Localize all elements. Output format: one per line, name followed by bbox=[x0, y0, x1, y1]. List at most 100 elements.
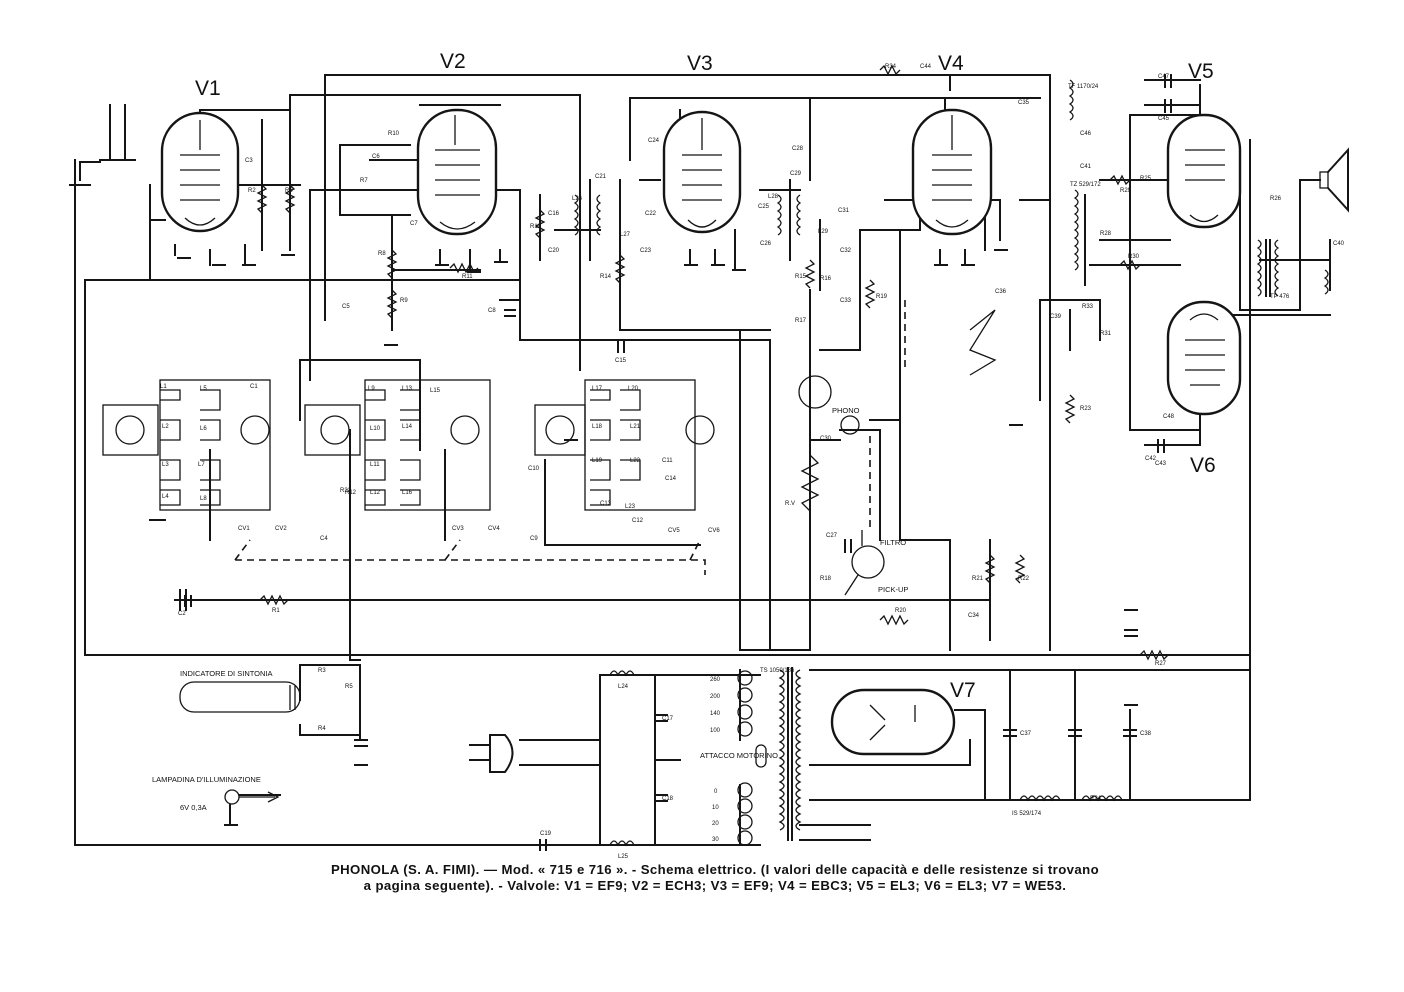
component-label-l24: L24 bbox=[618, 684, 629, 690]
component-label-l5: L5 bbox=[200, 386, 207, 392]
component-label-l20: L20 bbox=[628, 386, 639, 392]
speaker-ref-label: TP 476 bbox=[1270, 294, 1290, 300]
tube-v1 bbox=[160, 111, 240, 233]
component-label-l21: L21 bbox=[630, 424, 641, 430]
component-label-r6: R6 bbox=[285, 188, 293, 194]
component-label-r20: R20 bbox=[895, 608, 907, 614]
component-label-r2: R2 bbox=[248, 188, 256, 194]
voltage-tap-140: 140 bbox=[710, 711, 721, 717]
gang-link-line bbox=[234, 539, 706, 575]
component-label-c4: C4 bbox=[320, 536, 328, 542]
component-label-c43: C43 bbox=[1155, 461, 1167, 467]
phono-switch-icon bbox=[798, 375, 860, 435]
component-label-cv6: CV6 bbox=[708, 528, 720, 534]
motor-tap-0: 0 bbox=[714, 789, 718, 795]
tube-v2 bbox=[416, 108, 498, 236]
component-label-r14: R14 bbox=[600, 274, 612, 280]
component-label-r26: R26 bbox=[1270, 196, 1282, 202]
component-label-c39: C39 bbox=[1050, 314, 1062, 320]
component-label-r19: R19 bbox=[876, 294, 888, 300]
component-label-c41: C41 bbox=[1080, 164, 1092, 170]
component-label-c19: C19 bbox=[540, 831, 552, 837]
component-label-c28: C28 bbox=[792, 146, 804, 152]
component-label-c12: C12 bbox=[632, 518, 644, 524]
component-label-r10: R10 bbox=[388, 131, 400, 137]
component-label-cv2: CV2 bbox=[275, 526, 287, 532]
component-label-cv4: CV4 bbox=[488, 526, 500, 532]
component-label-l11: L11 bbox=[370, 462, 380, 468]
component-label-c8: C8 bbox=[488, 308, 496, 314]
component-label-c40: C40 bbox=[1333, 241, 1345, 247]
component-label-r3: R3 bbox=[318, 668, 326, 674]
pickup-icon bbox=[840, 429, 885, 596]
component-label-cv5: CV5 bbox=[668, 528, 680, 534]
caption-line-1: PHONOLA (S. A. FIMI). — Mod. « 715 e 716… bbox=[330, 862, 1100, 877]
component-label-c24: C24 bbox=[648, 138, 660, 144]
component-label-c9: C9 bbox=[530, 536, 538, 542]
component-label-r27: R27 bbox=[1155, 661, 1167, 667]
component-label-c31: C31 bbox=[838, 208, 850, 214]
component-label-l8: L8 bbox=[200, 496, 207, 502]
voltage-tap-200: 200 bbox=[710, 694, 721, 700]
component-label-c2: C2 bbox=[178, 611, 186, 617]
component-label-l7: L7 bbox=[198, 462, 205, 468]
component-label-c16: C16 bbox=[548, 211, 560, 217]
component-label-r17: R17 bbox=[795, 318, 807, 324]
coil-ref-1-label: TF 1170/24 bbox=[1068, 84, 1099, 90]
component-label-r28: R28 bbox=[1100, 231, 1112, 237]
component-label-c38: C38 bbox=[1140, 731, 1152, 737]
component-label-l28: L28 bbox=[768, 194, 779, 200]
component-label-l26: L26 bbox=[572, 196, 583, 202]
component-label-l29: L29 bbox=[818, 229, 829, 235]
tube-label-v3: V3 bbox=[687, 52, 713, 75]
motor-tap-10: 10 bbox=[712, 805, 719, 811]
tube-v4 bbox=[911, 108, 993, 236]
voltage-tap-260: 260 bbox=[710, 677, 721, 683]
component-label-r23: R23 bbox=[1080, 406, 1092, 412]
component-label-l6: L6 bbox=[200, 426, 207, 432]
component-label-l4: L4 bbox=[162, 494, 169, 500]
wiring bbox=[69, 74, 1331, 846]
component-label-r16: R16 bbox=[820, 276, 832, 282]
component-label-l14: L14 bbox=[402, 424, 413, 430]
component-label-r22: R22 bbox=[1018, 576, 1030, 582]
component-label-l2: L2 bbox=[162, 424, 169, 430]
component-label-c27: C27 bbox=[826, 533, 838, 539]
component-label-l12: L12 bbox=[370, 490, 381, 496]
tube-label-v4: V4 bbox=[938, 52, 964, 75]
filter-chokes bbox=[609, 670, 1123, 847]
power-transformer bbox=[737, 667, 802, 846]
component-label-l19: L19 bbox=[592, 458, 603, 464]
capacitor-symbols bbox=[179, 74, 1172, 851]
component-label-c48: C48 bbox=[1163, 414, 1175, 420]
component-label-r8: R8 bbox=[378, 251, 386, 257]
component-label-c23: C23 bbox=[640, 248, 652, 254]
component-label-r1: R1 bbox=[272, 608, 280, 614]
output-transformer bbox=[1256, 239, 1329, 297]
lamp-spec-label: 6V 0,3A bbox=[180, 803, 207, 812]
indicator-label: INDICATORE DI SINTONIA bbox=[180, 669, 273, 678]
figure-caption: PHONOLA (S. A. FIMI). — Mod. « 715 e 716… bbox=[140, 862, 1290, 894]
component-label-c44: C44 bbox=[920, 64, 932, 70]
component-label-c10: C10 bbox=[528, 466, 540, 472]
tube-v3 bbox=[662, 110, 742, 234]
tube-label-v1: V1 bbox=[195, 77, 221, 100]
component-label-r31: R31 bbox=[1100, 331, 1112, 337]
component-label-r11: R11 bbox=[462, 274, 473, 280]
component-label-l18: L18 bbox=[592, 424, 603, 430]
caption-line-2: a pagina seguente). - Valvole: V1 = EF9;… bbox=[363, 878, 1067, 893]
component-label-c35: C35 bbox=[1018, 100, 1030, 106]
component-label-l25: L25 bbox=[618, 854, 629, 860]
component-label-c34: C34 bbox=[968, 613, 980, 619]
component-label-c21: C21 bbox=[595, 174, 607, 180]
component-label-c36: C36 bbox=[995, 289, 1007, 295]
component-label-r25: R25 bbox=[1140, 176, 1152, 182]
component-label-c46: C46 bbox=[1080, 131, 1092, 137]
tube-label-v2: V2 bbox=[440, 50, 466, 73]
resistor-symbols bbox=[256, 64, 1169, 661]
component-label-r29: R29 bbox=[1120, 188, 1132, 194]
tube-v6 bbox=[1166, 300, 1242, 416]
component-label-c32: C32 bbox=[840, 248, 852, 254]
